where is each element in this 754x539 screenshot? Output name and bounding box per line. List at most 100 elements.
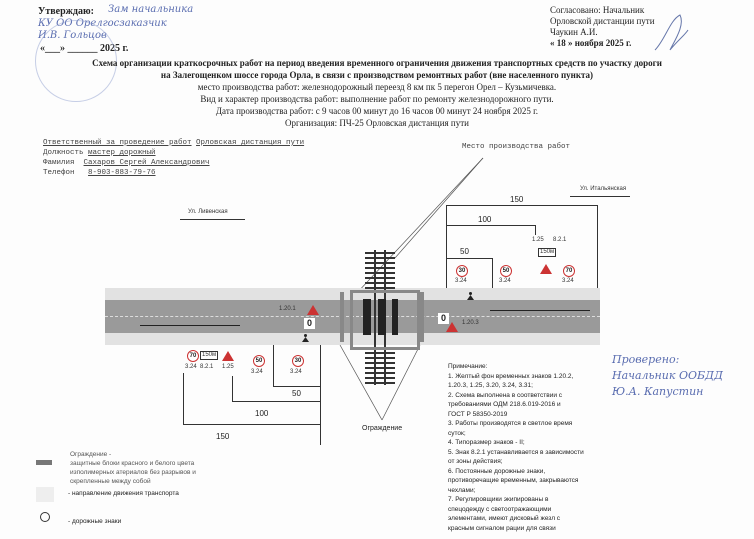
railway-tie bbox=[365, 282, 395, 284]
dim-50-left bbox=[273, 386, 320, 387]
dim-150-right bbox=[446, 205, 598, 206]
speed-sign-70-right: 70 bbox=[563, 265, 575, 277]
speed-sign-50-right: 50 bbox=[500, 265, 512, 277]
title-line-1: Схема организации краткосрочных работ на… bbox=[92, 58, 662, 68]
speed-sign-30-left: 30 bbox=[292, 355, 304, 367]
agreed-line-3: Чаукин А.И. bbox=[550, 27, 598, 37]
street-right-label: Ул. Итальянская bbox=[580, 186, 627, 192]
sign-code-left: 1.20.1 bbox=[279, 306, 296, 312]
railway-tie bbox=[365, 372, 395, 374]
note-line: 1.20.3, 1.25, 3.20, 3.24, 3.31; bbox=[448, 382, 533, 389]
note-line: красным сигналом рации для связи bbox=[448, 524, 556, 532]
railway-tie bbox=[365, 267, 395, 269]
phone-value: 8-903-883-79-76 bbox=[88, 169, 156, 177]
direction-arrow-left bbox=[490, 310, 590, 311]
street-right-arrow bbox=[570, 196, 630, 197]
sign-code-125-left: 1.25 bbox=[222, 364, 234, 370]
direction-arrow-right bbox=[140, 325, 240, 326]
legend-fence-desc-3: скрепленные между собой bbox=[70, 478, 151, 485]
agreed-line-2: Орловской дистанции пути bbox=[550, 16, 655, 26]
legend-fence-desc-2: изполимерных атериалов без разрывов и bbox=[70, 469, 196, 476]
approve-label: Утверждаю: bbox=[38, 6, 94, 17]
railway-tie bbox=[365, 377, 395, 379]
railway-tie bbox=[365, 357, 395, 359]
warning-sign-right bbox=[446, 322, 458, 332]
dim-150-left-label: 150 bbox=[216, 432, 230, 441]
note-line: от зоны действия; bbox=[448, 458, 503, 465]
dim-50-right-label: 50 bbox=[460, 247, 469, 256]
plate-150m-right: 150м bbox=[538, 248, 557, 257]
railway-tie bbox=[365, 362, 395, 364]
warning-sign-125-left bbox=[222, 351, 234, 361]
dim-100-left-label: 100 bbox=[255, 409, 269, 418]
sign-code-324-e: 3.24 bbox=[251, 369, 263, 375]
dim-50-right bbox=[446, 258, 493, 259]
name-label: Фамилия bbox=[43, 159, 75, 167]
traffic-controller-left bbox=[301, 334, 310, 343]
approve-hand-1: Зам начальника bbox=[108, 4, 194, 15]
dim-base-left bbox=[320, 345, 321, 445]
title-org: Организация: ПЧ-25 Орловская дистанция п… bbox=[284, 118, 469, 128]
fence-label: Ограждение bbox=[362, 425, 403, 432]
agreed-line-1: Согласовано: Начальник bbox=[550, 5, 645, 15]
sign-code-821-left: 8.2.1 bbox=[200, 364, 214, 370]
approve-hand-2: КУ ОО Орелгосзаказчик bbox=[38, 18, 167, 29]
dim-50-left-label: 50 bbox=[292, 389, 301, 398]
railway-tie bbox=[365, 272, 395, 274]
note-line: 2. Схема выполнена в соответствии с bbox=[448, 391, 563, 399]
dim-base-right bbox=[446, 205, 447, 288]
railway-tie bbox=[365, 252, 395, 254]
legend-signs-label: - дорожные знаки bbox=[68, 518, 122, 525]
note-line: чехлами; bbox=[448, 486, 476, 494]
warning-sign-125-right bbox=[540, 264, 552, 274]
agreed-block: Согласовано: Начальник Орловской дистанц… bbox=[550, 5, 655, 49]
railway-tie bbox=[365, 382, 395, 384]
note-line: спецодежду с светоотражающими bbox=[448, 505, 552, 513]
agreed-date: « 18 » ноября 2025 г. bbox=[550, 38, 632, 48]
note-line: 5. Знак 8.2.1 устанавливается в зависимо… bbox=[448, 448, 584, 456]
checked-line-3: Ю.А. Капустин bbox=[612, 385, 704, 398]
dim-100-right-label: 100 bbox=[478, 215, 492, 224]
work-block-3 bbox=[392, 299, 398, 335]
speed-sign-50-left: 50 bbox=[253, 355, 265, 367]
legend-fence-text: Ограждение - защитные блоки красного и б… bbox=[70, 450, 196, 486]
title-kind: Вид и характер производства работ: выпол… bbox=[200, 94, 554, 104]
note-line: суток; bbox=[448, 429, 466, 437]
title-place: место производства работ: железнодорожны… bbox=[197, 82, 557, 92]
note-line: требованиями ОДМ 218.6.019-2016 и bbox=[448, 401, 561, 408]
street-left-arrow bbox=[180, 219, 245, 220]
position-value: мастер дорожный bbox=[88, 149, 156, 157]
guard-block-left bbox=[340, 292, 344, 342]
warning-sign-left bbox=[307, 305, 319, 315]
stop-sign-left bbox=[304, 318, 315, 329]
dim-100-right bbox=[446, 225, 536, 226]
note-line: ГОСТ Р 58350-2019 bbox=[448, 410, 508, 418]
sign-code-324-a: 3.24 bbox=[455, 278, 467, 284]
speed-sign-30-right: 30 bbox=[456, 265, 468, 277]
sign-code-324-c: 3.24 bbox=[562, 278, 574, 284]
sign-code-125-right: 1.25 bbox=[532, 237, 544, 243]
work-zone-fence bbox=[350, 290, 420, 350]
work-site-label: Место производства работ bbox=[462, 143, 571, 151]
railway-tie bbox=[365, 262, 395, 264]
stamp-seal bbox=[35, 20, 117, 102]
legend-direction-swatch bbox=[36, 487, 54, 502]
sign-code-right: 1.20.3 bbox=[462, 320, 479, 326]
checked-line-2: Начальник ООБДД bbox=[612, 369, 723, 382]
signature-right bbox=[654, 14, 689, 51]
notes-title: Примечание: bbox=[448, 363, 488, 370]
checked-line-1: Проверено: bbox=[612, 353, 680, 366]
title-date: Дата производства работ: с 9 часов 00 ми… bbox=[215, 106, 539, 116]
railway-tie bbox=[365, 352, 395, 354]
railway-tie bbox=[365, 367, 395, 369]
legend-fence-title: Ограждение - bbox=[70, 451, 112, 458]
legend-fence-swatch bbox=[36, 460, 52, 465]
dim-150-right-label: 150 bbox=[510, 195, 524, 204]
note-line: 6. Постоянные дорожные знаки, bbox=[448, 467, 546, 475]
note-line: противоречащие временным, закрываются bbox=[448, 477, 579, 484]
legend-direction-label: - направление движения транспорта bbox=[68, 490, 179, 497]
legend-fence-desc-1: защитные блоки красного и белого цвета bbox=[70, 460, 195, 467]
note-line: элементами, имеют дисковый жезл с bbox=[448, 515, 561, 522]
note-line: 1. Желтый фон временных знаков 1.20.2, bbox=[448, 372, 574, 380]
